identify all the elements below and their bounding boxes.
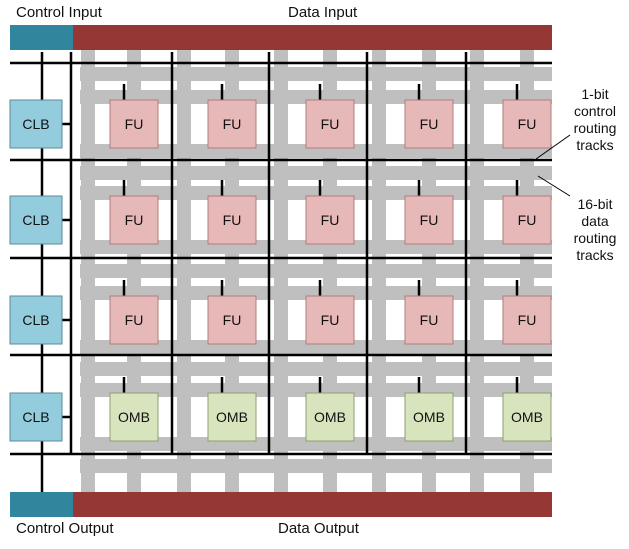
fu-block [502, 99, 552, 149]
fu-label: FU [420, 116, 439, 132]
omb-block [109, 392, 159, 442]
fu-block [207, 99, 257, 149]
control-tracks-label: 1-bit control routing tracks [562, 86, 628, 154]
omb-label: OMB [314, 409, 346, 425]
clb-label: CLB [22, 312, 49, 328]
control-input-label: Control Input [16, 4, 102, 21]
omb-block [207, 392, 257, 442]
control-output-bar [10, 492, 73, 517]
io-bars [10, 25, 552, 517]
data-tracks-pointer [537, 175, 571, 197]
data-input-label: Data Input [288, 4, 358, 21]
fu-block [305, 195, 355, 245]
omb-block [502, 392, 552, 442]
data-track-horizontal [80, 67, 552, 81]
fu-label: FU [125, 212, 144, 228]
data-tracks-line-2: data [581, 213, 609, 229]
fu-label: FU [125, 116, 144, 132]
fu-label: FU [518, 312, 537, 328]
fu-block [502, 295, 552, 345]
fu-block [207, 295, 257, 345]
fu-label: FU [518, 116, 537, 132]
omb-block [404, 392, 454, 442]
clb-block [9, 99, 63, 149]
fu-label: FU [125, 312, 144, 328]
fu-label: FU [518, 212, 537, 228]
data-track-horizontal [80, 362, 552, 376]
fu-block [305, 295, 355, 345]
fu-block [109, 195, 159, 245]
clb-block [9, 392, 63, 442]
fu-block [109, 99, 159, 149]
fu-label: FU [321, 312, 340, 328]
clb-block [9, 195, 63, 245]
fu-label: FU [223, 212, 242, 228]
fu-block [502, 195, 552, 245]
callouts [535, 134, 571, 197]
clb-block [9, 295, 63, 345]
control-input-bar [10, 25, 73, 50]
fu-label: FU [223, 312, 242, 328]
data-tracks-label: 16-bit data routing tracks [562, 196, 628, 264]
fu-block [207, 195, 257, 245]
omb-label: OMB [413, 409, 445, 425]
fu-label: FU [321, 212, 340, 228]
omb-label: OMB [511, 409, 543, 425]
fu-block [305, 99, 355, 149]
data-tracks-line-1: 16-bit [577, 196, 613, 212]
fu-label: FU [420, 312, 439, 328]
omb-label: OMB [216, 409, 248, 425]
fu-block [404, 195, 454, 245]
data-tracks-line-4: tracks [576, 247, 614, 263]
control-tracks-line-3: routing [573, 120, 617, 136]
fu-label: FU [420, 212, 439, 228]
control-tracks-line-2: control [573, 103, 617, 119]
data-track-vertical [81, 50, 95, 474]
control-output-label: Control Output [16, 520, 114, 537]
omb-block [305, 392, 355, 442]
data-track-horizontal [80, 166, 552, 180]
control-routing-tracks [10, 52, 552, 492]
fu-block [404, 99, 454, 149]
blocks: CLB FU FU FU FU FU CLB FU FU FU FU FU CLB FU FU FU FU FU C… [9, 99, 552, 442]
control-tracks-pointer [535, 134, 571, 160]
control-tracks-line-4: tracks [576, 137, 614, 153]
control-tracks-line-1: 1-bit [581, 86, 609, 102]
data-output-label: Data Output [278, 520, 359, 537]
data-tracks-line-3: routing [573, 230, 617, 246]
data-track-horizontal [80, 264, 552, 278]
fu-label: FU [223, 116, 242, 132]
fu-block [109, 295, 159, 345]
clb-label: CLB [22, 409, 49, 425]
data-output-bar [73, 492, 552, 517]
omb-label: OMB [118, 409, 150, 425]
fu-block [404, 295, 454, 345]
data-input-bar [73, 25, 552, 50]
fu-label: FU [321, 116, 340, 132]
clb-label: CLB [22, 212, 49, 228]
data-track-horizontal [80, 459, 552, 473]
clb-label: CLB [22, 116, 49, 132]
